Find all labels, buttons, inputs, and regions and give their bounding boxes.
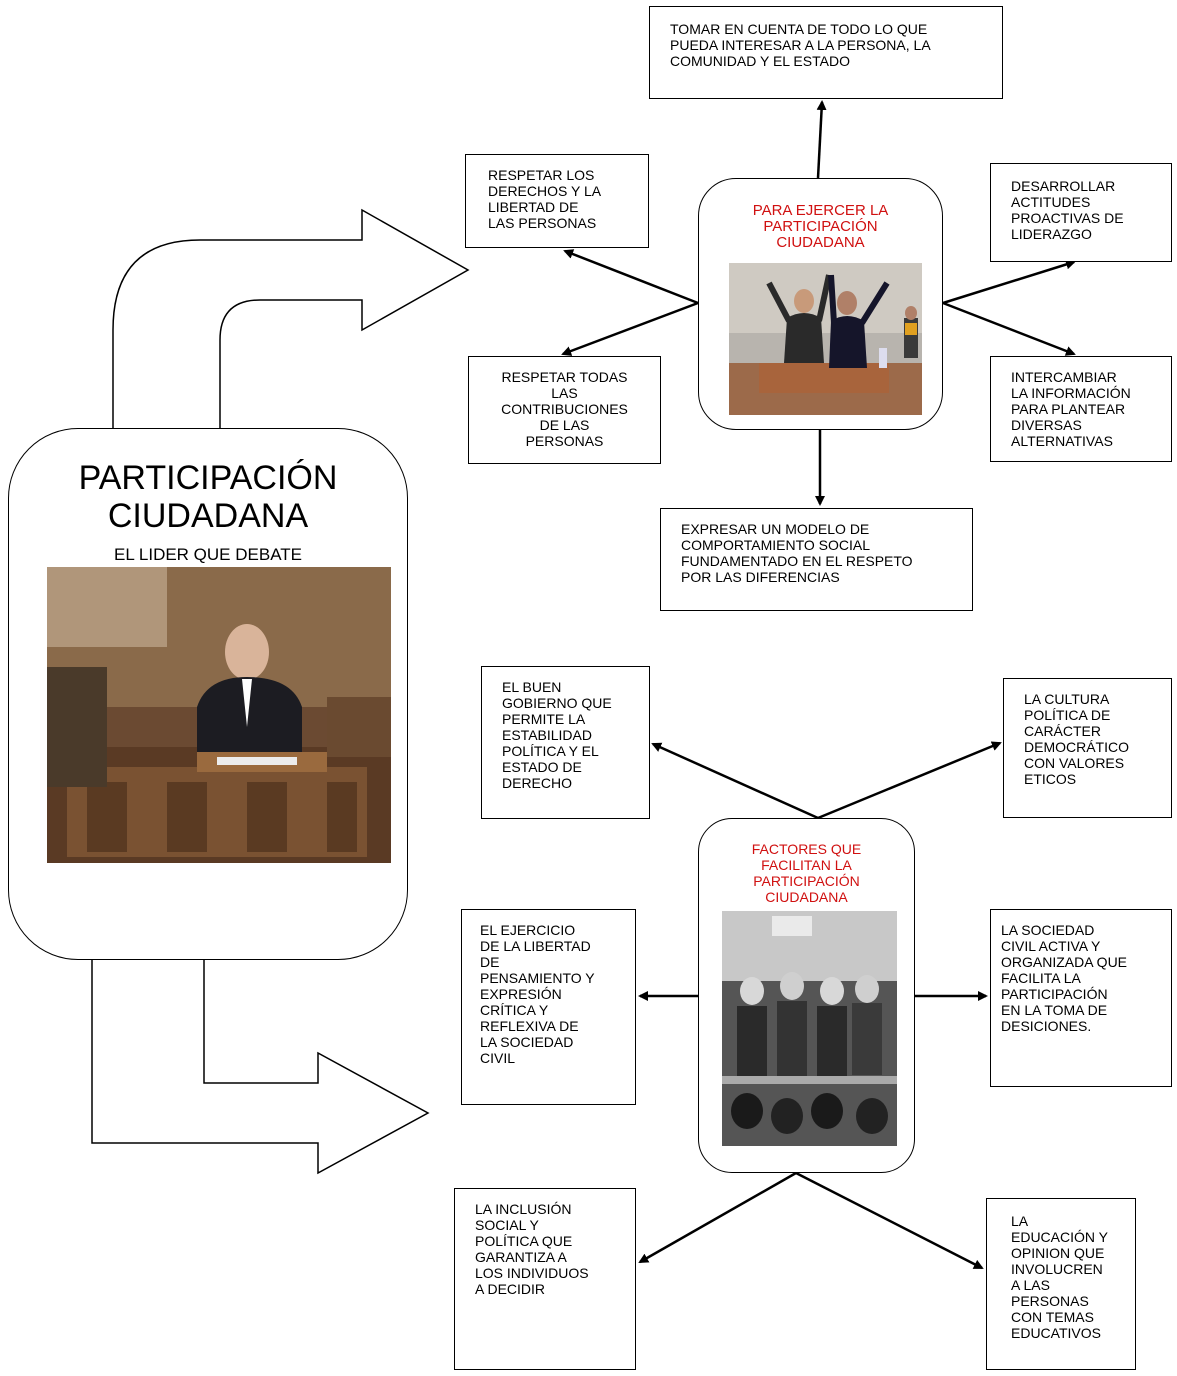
box-freedom: EL EJERCICIO DE LA LIBERTAD DE PENSAMIEN… [461, 909, 636, 1105]
arrow-to-gov-box [651, 742, 819, 820]
main-title: PARTICIPACIÓN CIUDADANA [78, 459, 338, 535]
arrow-to-upper-left-box [563, 249, 699, 305]
box-inclusion: LA INCLUSIÓN SOCIAL Y POLÍTICA QUE GARAN… [454, 1188, 636, 1370]
main-subtitle: EL LIDER QUE DEBATE [114, 545, 302, 564]
debate-photo-illustration [47, 567, 391, 863]
bottom-center-title: FACTORES QUE FACILITAN LA PARTICIPACIÓN … [751, 841, 862, 905]
factors-photo [722, 911, 897, 1146]
participation-photo [729, 263, 922, 415]
box-upper-right: DESARROLLAR ACTITUDES PROACTIVAS DE LIDE… [990, 163, 1172, 262]
box-lower-left-text: RESPETAR TODAS LAS CONTRIBUCIONES DE LAS… [501, 369, 628, 449]
box-inclusion-text: LA INCLUSIÓN SOCIAL Y POLÍTICA QUE GARAN… [475, 1201, 589, 1297]
box-top: TOMAR EN CUENTA DE TODO LO QUE PUEDA INT… [649, 6, 1003, 99]
bottom-center-node: FACTORES QUE FACILITAN LA PARTICIPACIÓN … [698, 818, 915, 1173]
box-upper-left-text: RESPETAR LOS DERECHOS Y LA LIBERTAD DE L… [488, 167, 602, 231]
top-center-title: PARA EJERCER LA PARTICIPACIÓN CIUDADANA [752, 202, 889, 251]
box-upper-left: RESPETAR LOS DERECHOS Y LA LIBERTAD DE L… [465, 154, 649, 248]
box-lower-right-text: INTERCAMBIAR LA INFORMACIÓN PARA PLANTEA… [1011, 369, 1131, 449]
box-culture: LA CULTURA POLÍTICA DE CARÁCTER DEMOCRÁT… [1003, 678, 1172, 818]
box-gov-text: EL BUEN GOBIERNO QUE PERMITE LA ESTABILI… [502, 679, 612, 791]
box-freedom-text: EL EJERCICIO DE LA LIBERTAD DE PENSAMIEN… [480, 922, 595, 1066]
arrow-to-lower-left-box [561, 301, 699, 356]
participation-photo-illustration [729, 263, 922, 415]
box-gov: EL BUEN GOBIERNO QUE PERMITE LA ESTABILI… [481, 666, 650, 819]
box-bottom: EXPRESAR UN MODELO DE COMPORTAMIENTO SOC… [660, 508, 973, 611]
box-top-text: TOMAR EN CUENTA DE TODO LO QUE PUEDA INT… [670, 21, 931, 69]
main-node: PARTICIPACIÓN CIUDADANA EL LIDER QUE DEB… [8, 428, 408, 960]
box-education-text: LA EDUCACIÓN Y OPINION QUE INVOLUCREN A … [1011, 1213, 1108, 1341]
hollow-arrow-bottom [91, 958, 430, 1175]
debate-photo [47, 567, 391, 863]
hollow-arrow-top [112, 208, 470, 431]
box-society: LA SOCIEDAD CIVIL ACTIVA Y ORGANIZADA QU… [990, 909, 1172, 1087]
factors-photo-illustration [722, 911, 897, 1146]
top-center-node: PARA EJERCER LA PARTICIPACIÓN CIUDADANA [698, 178, 943, 430]
arrow-to-inclusion-box [638, 1171, 797, 1264]
box-culture-text: LA CULTURA POLÍTICA DE CARÁCTER DEMOCRÁT… [1024, 691, 1129, 787]
arrow-to-upper-right-box [942, 259, 1076, 305]
box-lower-left: RESPETAR TODAS LAS CONTRIBUCIONES DE LAS… [468, 356, 661, 464]
box-society-text: LA SOCIEDAD CIVIL ACTIVA Y ORGANIZADA QU… [1001, 922, 1128, 1034]
arrow-to-education-box [795, 1171, 984, 1270]
arrow-to-culture-box [817, 741, 1002, 820]
box-lower-right: INTERCAMBIAR LA INFORMACIÓN PARA PLANTEA… [990, 356, 1172, 462]
arrow-to-lower-right-box [942, 301, 1076, 356]
box-bottom-text: EXPRESAR UN MODELO DE COMPORTAMIENTO SOC… [681, 521, 913, 585]
box-upper-right-text: DESARROLLAR ACTITUDES PROACTIVAS DE LIDE… [1011, 178, 1124, 242]
arrow-to-top-box [816, 100, 827, 179]
box-education: LA EDUCACIÓN Y OPINION QUE INVOLUCREN A … [986, 1198, 1136, 1370]
